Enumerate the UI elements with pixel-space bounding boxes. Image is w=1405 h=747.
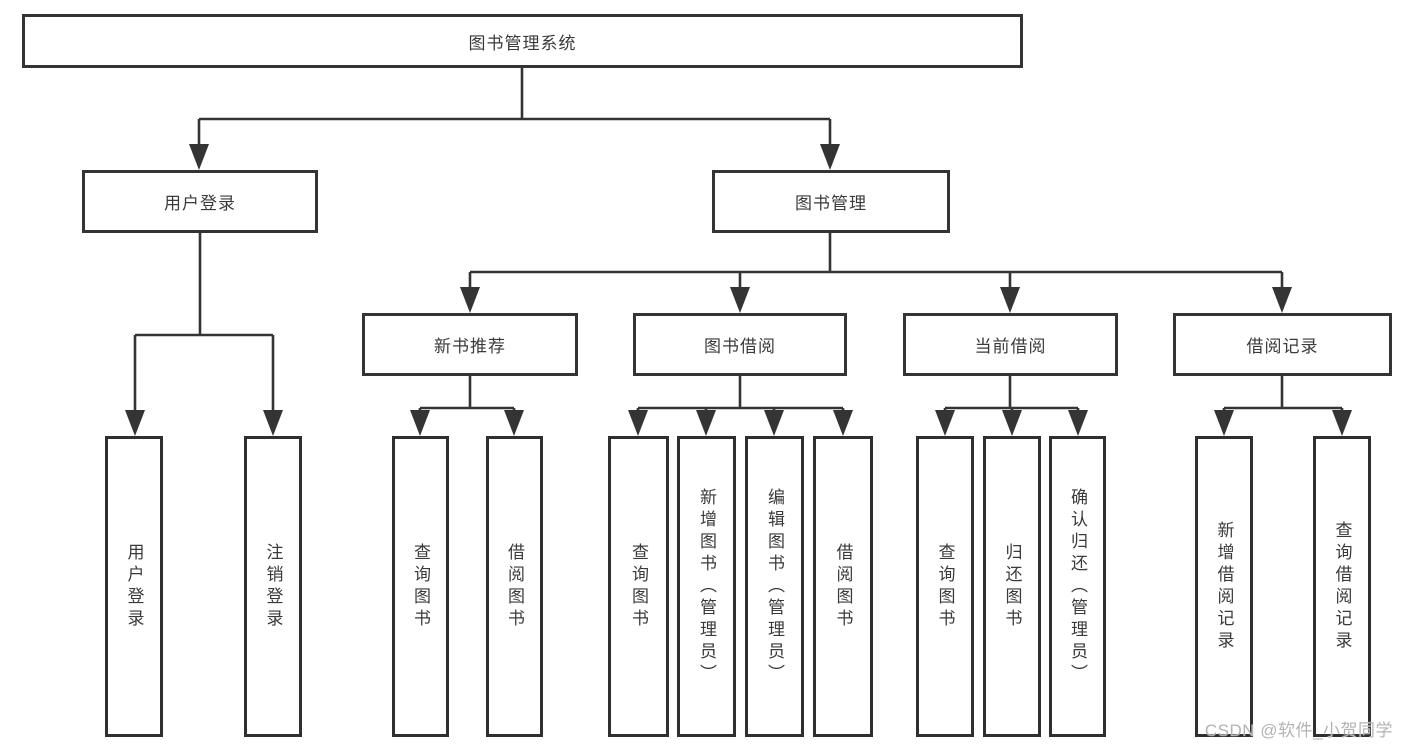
leaf-confirm-return-admin: 确认归还（管理员） [1049,436,1106,737]
node-root-system: 图书管理系统 [22,14,1023,68]
leaf-edit-books-admin-label: 编辑图书（管理员） [765,487,784,686]
node-borrow-records: 借阅记录 [1173,313,1392,376]
leaf-query-books-1-label: 查询图书 [411,542,430,631]
leaf-query-books-1: 查询图书 [392,436,449,737]
node-book-management-label: 图书管理 [795,194,867,213]
node-book-borrow-label: 图书借阅 [704,337,776,356]
leaf-add-borrow-record-label: 新增借阅记录 [1214,520,1234,653]
node-current-borrow: 当前借阅 [903,313,1118,376]
leaf-add-books-admin-label: 新增图书（管理员） [697,487,716,686]
node-root-label: 图书管理系统 [468,33,577,53]
leaf-borrow-books-1-label: 借阅图书 [505,542,524,631]
node-new-book-recommend-label: 新书推荐 [434,337,506,356]
leaf-query-books-3-label: 查询图书 [935,542,955,631]
node-book-borrow: 图书借阅 [633,313,847,376]
leaf-query-books-3: 查询图书 [916,436,974,737]
leaf-confirm-return-admin-label: 确认归还（管理员） [1068,487,1087,686]
leaf-borrow-books-2-label: 借阅图书 [833,542,853,631]
arrowheads [125,144,1352,436]
node-borrow-records-label: 借阅记录 [1246,337,1319,356]
leaf-return-books: 归还图书 [983,436,1041,737]
node-book-management: 图书管理 [712,170,950,233]
leaf-logout-label: 注销登录 [263,542,283,631]
leaf-borrow-books-1: 借阅图书 [486,436,543,737]
node-user-login-label: 用户登录 [164,194,236,213]
csdn-watermark: CSDN @软件_小贺同学 [1204,721,1393,740]
leaf-user-login-label: 用户登录 [124,542,144,631]
leaf-borrow-books-2: 借阅图书 [813,436,873,737]
node-user-login: 用户登录 [82,170,318,233]
leaf-query-borrow-record-label: 查询借阅记录 [1332,520,1352,653]
node-current-borrow-label: 当前借阅 [974,337,1047,356]
node-new-book-recommend: 新书推荐 [362,313,578,376]
leaf-query-books-2: 查询图书 [608,436,669,737]
leaf-return-books-label: 归还图书 [1002,542,1022,631]
leaf-logout: 注销登录 [244,436,302,737]
leaf-user-login: 用户登录 [105,436,163,737]
leaf-add-books-admin: 新增图书（管理员） [677,436,736,737]
leaf-query-borrow-record: 查询借阅记录 [1313,436,1371,737]
leaf-add-borrow-record: 新增借阅记录 [1195,436,1253,737]
leaf-edit-books-admin: 编辑图书（管理员） [745,436,804,737]
leaf-query-books-2-label: 查询图书 [629,542,648,631]
